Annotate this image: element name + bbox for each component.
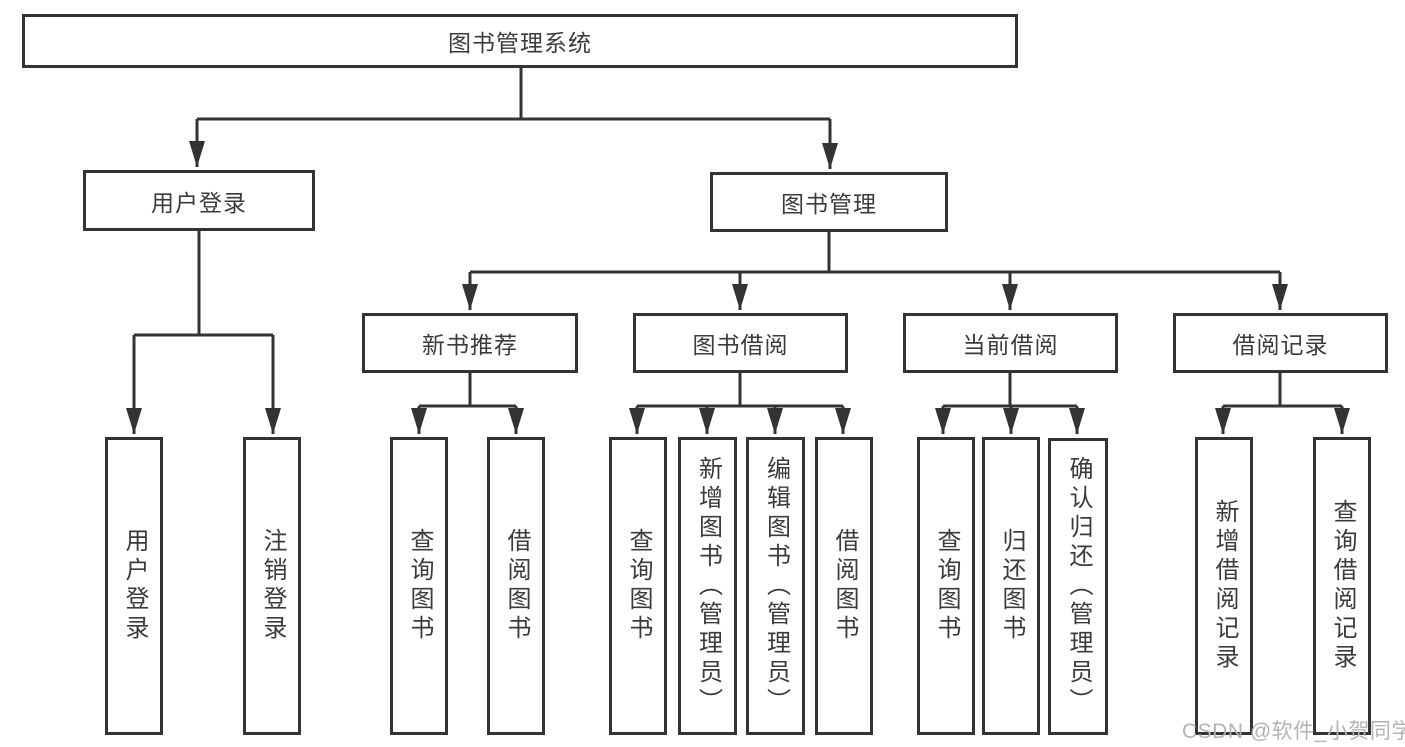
leaf-label: 借阅图书 — [503, 528, 530, 644]
csdn-watermark: CSDN @软件_小贺同学 — [1182, 720, 1405, 743]
leaf-cb-query-books: 查询图书 — [917, 437, 975, 735]
connector-new-book-split — [419, 373, 516, 408]
node-user-login: 用户登录 — [83, 170, 315, 231]
node-current-borrow: 当前借阅 — [903, 313, 1118, 373]
leaf-label: 新增借阅记录 — [1211, 499, 1238, 673]
leaf-nb-query-books: 查询图书 — [390, 437, 448, 735]
leaf-cb-return-books: 归还图书 — [982, 437, 1040, 735]
leaf-nb-borrow-books: 借阅图书 — [487, 437, 545, 735]
leaf-label: 用户登录 — [121, 528, 148, 644]
node-new-book-recommend: 新书推荐 — [362, 313, 578, 373]
leaf-label: 查询图书 — [625, 528, 652, 644]
leaf-label: 查询借阅记录 — [1329, 499, 1356, 673]
leaf-user-login: 用户登录 — [105, 437, 163, 735]
leaf-label: 注销登录 — [259, 528, 286, 644]
node-borrow-records: 借阅记录 — [1173, 313, 1388, 373]
leaf-logout: 注销登录 — [243, 437, 301, 735]
connector-user-login-split — [134, 231, 273, 337]
connector-current-borrow-split — [943, 373, 1077, 408]
node-book-mgmt: 图书管理 — [710, 172, 948, 232]
leaf-label: 借阅图书 — [831, 528, 858, 644]
node-book-borrow: 图书借阅 — [633, 313, 848, 373]
leaf-label: 查询图书 — [406, 528, 433, 644]
leaf-bb-edit-books-admin: 编辑图书（管理员） — [746, 437, 805, 735]
leaf-br-query-record: 查询借阅记录 — [1313, 437, 1371, 735]
leaf-label: 查询图书 — [933, 528, 960, 644]
connector-borrow-records-split — [1223, 373, 1342, 408]
leaf-bb-query-books: 查询图书 — [609, 437, 667, 735]
leaf-label: 归还图书 — [998, 528, 1025, 644]
leaf-bb-add-books-admin: 新增图书（管理员） — [678, 437, 737, 735]
leaf-br-add-record: 新增借阅记录 — [1195, 437, 1253, 735]
connector-root-split — [197, 68, 830, 121]
connector-book-borrow-split — [637, 373, 843, 408]
leaf-label: 编辑图书（管理员） — [762, 455, 790, 717]
connector-book-mgmt-split — [470, 232, 1280, 274]
leaf-cb-confirm-return-admin: 确认归还（管理员） — [1048, 438, 1108, 735]
node-root: 图书管理系统 — [22, 14, 1018, 68]
leaf-bb-borrow-books: 借阅图书 — [815, 437, 873, 735]
leaf-label: 确认归还（管理员） — [1065, 456, 1092, 717]
leaf-label: 新增图书（管理员） — [694, 455, 722, 717]
